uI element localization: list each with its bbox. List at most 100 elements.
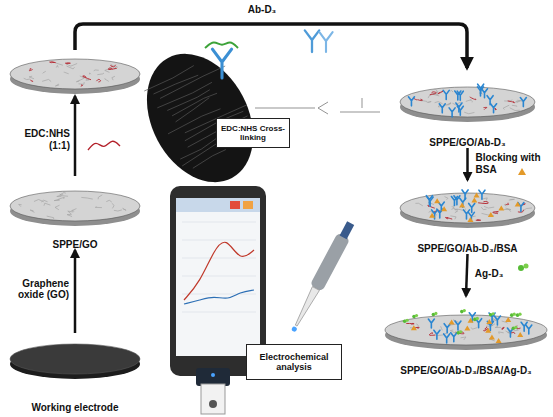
graphene-texture [64,72,69,74]
graphene-texture [98,195,102,199]
electrode-spot [209,400,217,408]
graphene-texture [450,91,453,93]
step-arrow [466,254,468,296]
graphene-texture [66,63,77,66]
graph-grid [182,240,256,241]
antibody-icon [212,49,231,78]
graphene-texture [514,101,520,103]
graphene-texture [47,216,54,219]
pipette-body [310,232,351,292]
activated-electrode [10,59,140,94]
graphene-texture [427,101,431,103]
step-arrow [466,148,469,180]
antibody-icon [487,96,493,105]
crosslinker-strand [83,76,91,80]
graphene-texture [484,206,494,208]
graphene-texture [523,208,532,211]
antibody-icon [426,196,432,205]
antigen-icon [205,42,238,48]
antigen-icon [524,264,529,269]
crosslinker-strand [111,65,116,67]
antigen-icon [463,309,466,312]
box-label: Electrochemical analysis [249,352,339,373]
crosslinker-strand [515,326,520,329]
graphene-texture [122,208,126,210]
antibody-icon [494,316,500,325]
step-label: Ab-D₃ [232,4,292,16]
antigen-icon [518,313,521,316]
antibody-icon [457,106,463,115]
antibody-icon [443,90,449,99]
bsa-icon [488,212,494,217]
crosslinker-strand [445,217,452,219]
graph-grid [182,258,256,259]
antibody-icon [444,324,450,333]
potentiostat [196,368,230,386]
antibody-icon [468,212,474,221]
antibody-icon [428,319,434,328]
antibody-icon [319,32,332,52]
bsa-icon [489,334,495,339]
app-button [230,201,240,209]
bsa-icon [429,213,435,218]
bsa-icon [449,320,455,325]
graphene-texture [111,64,117,68]
voltammogram [184,290,254,304]
graphene-texture [466,100,471,102]
bsa-icon [464,326,470,331]
disk-top [400,193,535,223]
antibody-icon [479,190,485,199]
antibody-icon [481,89,487,98]
graphene-texture [56,63,63,65]
bsa-icon [485,328,491,333]
antigen-icon [459,330,462,333]
stage-label: SPPE/GO/Ab-D₃ [429,137,505,149]
electrode-disk [395,180,540,230]
crosslinker-strand [494,108,496,110]
electrode-stage: SPPE/GO [5,180,145,250]
graphene-texture [455,209,460,210]
antibody-icon [476,319,482,328]
graphene-texture [79,82,85,84]
bsa-icon [434,198,440,203]
crosslinker-strand [508,101,515,103]
step-arrow [74,250,77,333]
crosslinker-strand [438,91,443,94]
phone-screen [176,198,260,356]
bsa-icon [518,168,526,175]
graphene-texture [43,71,46,73]
crosslinker-strand [406,323,414,325]
graphene-mesh [154,71,199,98]
crosslinker-strand [81,85,83,86]
graphene-texture [67,214,72,216]
crosslinker-strand [30,80,32,82]
crosslinker-strand [485,327,487,330]
graphene-texture [44,203,50,206]
graphene-texture [54,199,60,200]
bsa-icon [471,197,477,202]
box-label: EDC:NHS Cross-linking [219,124,287,142]
graphene-texture [481,207,486,209]
graphene-texture [504,208,511,209]
voltammogram [184,242,254,300]
graphene-texture [499,332,504,334]
crosslinker-strand [418,99,423,100]
graphene-texture [112,203,114,208]
graphene-mesh [160,64,225,100]
antigen-icon [514,326,517,329]
graphene-texture [451,208,455,210]
graphene-texture [416,324,418,327]
disk-top [385,315,547,345]
graphene-texture [55,84,59,86]
graphene-texture [471,100,473,102]
graph-grid [182,312,256,313]
antibody-icon [444,334,450,343]
antibody-icon [449,108,455,117]
antigen-icon [406,319,409,322]
graphene-texture [94,70,99,71]
disk-top [10,344,140,374]
antigen-icon [513,313,516,316]
graphene-texture [114,210,122,211]
graph-grid [182,222,256,223]
